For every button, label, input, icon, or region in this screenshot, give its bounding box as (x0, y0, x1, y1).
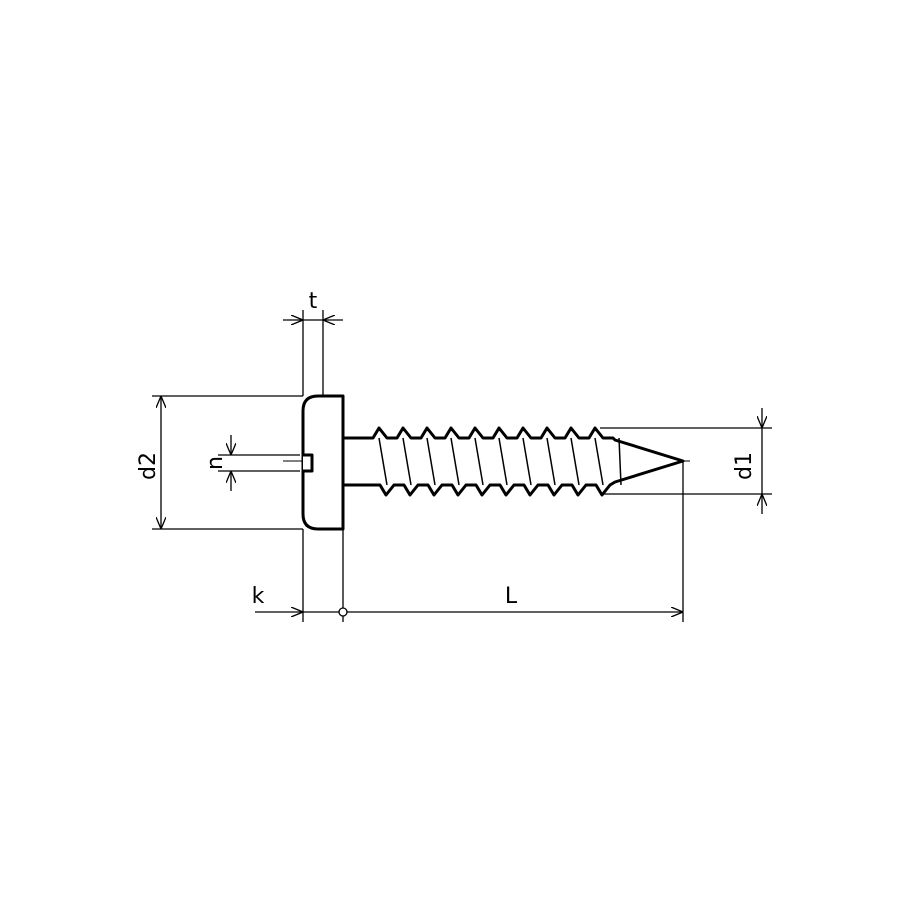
thread-line (378, 437, 388, 486)
thread-line (474, 437, 484, 486)
label-d2: d2 (136, 452, 161, 480)
label-n: n (203, 456, 228, 470)
thread-line (426, 437, 436, 486)
labels: t d2 n d1 k L (136, 289, 757, 609)
thread-line (402, 437, 412, 486)
thread-line (618, 437, 622, 486)
label-k: k (252, 584, 265, 609)
thread-line (570, 437, 580, 486)
screw-head (301, 394, 345, 531)
thread-line (594, 437, 604, 486)
origin-circle (338, 607, 348, 617)
label-t: t (309, 289, 318, 314)
screw (301, 394, 685, 531)
thread-line (498, 437, 508, 486)
label-d1: d1 (732, 452, 757, 480)
thread-helix-lines (378, 437, 622, 486)
thread-line (450, 437, 460, 486)
label-L: L (505, 584, 518, 609)
screw-threaded-shank (341, 426, 685, 497)
thread-line (522, 437, 532, 486)
thread-line (546, 437, 556, 486)
screw-slot (303, 453, 314, 473)
